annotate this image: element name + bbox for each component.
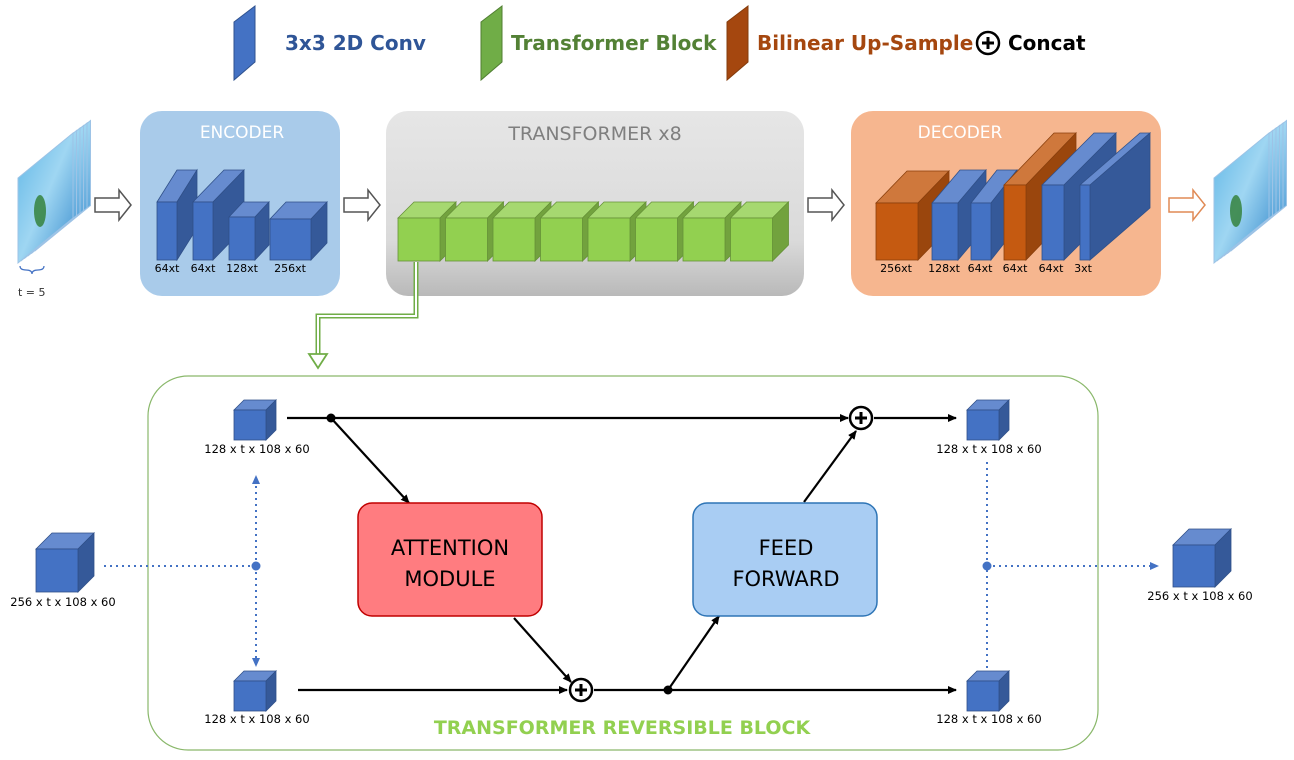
transformer-legend-swatch — [480, 4, 503, 82]
attention-line1: ATTENTION — [391, 536, 509, 560]
video-frame — [1213, 131, 1270, 265]
feedforward-line1: FEED — [759, 536, 814, 560]
conv-legend-label: 3x3 2D Conv — [285, 31, 426, 55]
input-frames: t = 5 — [17, 119, 91, 299]
decoder-block-label: 64xt — [1003, 262, 1029, 275]
decoder-block-label: 64xt — [968, 262, 994, 275]
top-right-dim-label: 128 x t x 108 x 60 — [936, 442, 1041, 456]
feedforward-module: FEED FORWARD — [692, 502, 878, 617]
legend: 3x3 2D Conv Transformer Block Bilinear U… — [233, 4, 1086, 82]
attention-line2: MODULE — [404, 567, 495, 591]
bottom-left-feature-cube — [233, 670, 277, 712]
flow-arrow-encoder-transformer — [343, 187, 381, 223]
frames-brace — [19, 265, 45, 275]
top-right-feature-cube — [966, 399, 1010, 441]
encoder-conv-block — [269, 200, 328, 262]
bottom-right-dim-label: 128 x t x 108 x 60 — [936, 712, 1041, 726]
merge-dotted-lines — [986, 462, 1159, 668]
input-dim-label: 256 x t x 108 x 60 — [10, 595, 115, 609]
split-node — [251, 561, 261, 571]
video-frame — [17, 131, 74, 265]
encoder-block-label: 256xt — [274, 262, 307, 275]
decoder-title: DECODER — [918, 123, 1003, 143]
encoder-title: ENCODER — [200, 123, 285, 143]
encoder-block-label: 64xt — [191, 262, 217, 275]
frame-figure — [34, 195, 46, 227]
concat-icon — [975, 30, 1001, 56]
encoder-panel: ENCODER 64xt 64xt 128xt 256xt — [140, 111, 340, 296]
decoder-block-label: 256xt — [880, 262, 913, 275]
transformer-panel: TRANSFORMER x8 — [386, 111, 804, 296]
decoder-block-label: 128xt — [928, 262, 961, 275]
encoder-conv-block — [192, 169, 245, 261]
encoder-block-label: 64xt — [155, 262, 181, 275]
decoder-block-label: 3xt — [1074, 262, 1093, 275]
top-left-feature-cube — [233, 399, 277, 441]
top-left-dim-label: 128 x t x 108 x 60 — [204, 442, 309, 456]
transformer-block — [729, 201, 790, 262]
branch-node-top — [326, 413, 336, 423]
frames-count-label: t = 5 — [18, 286, 46, 299]
concat-node-top — [848, 405, 874, 431]
bottom-right-feature-cube — [966, 670, 1010, 712]
attention-module: ATTENTION MODULE — [357, 502, 543, 617]
upsample-legend-swatch — [726, 4, 749, 82]
conv-legend-swatch — [233, 4, 256, 82]
merge-node — [982, 561, 992, 571]
output-frames — [1213, 119, 1287, 265]
concat-node-bottom — [568, 677, 594, 703]
reversible-block-panel: TRANSFORMER REVERSIBLE BLOCK — [147, 375, 1099, 751]
zoom-connector-arrow — [307, 262, 419, 370]
flow-arrow-decoder-output — [1168, 187, 1206, 223]
branch-node-bottom — [663, 685, 673, 695]
bottom-left-dim-label: 128 x t x 108 x 60 — [204, 712, 309, 726]
encoder-block-label: 128xt — [226, 262, 259, 275]
transformer-legend-label: Transformer Block — [511, 31, 717, 55]
decoder-block-label: 64xt — [1039, 262, 1065, 275]
decoder-panel: DECODER 256xt 128xt 64xt 64xt 64xt 3xt — [851, 111, 1161, 296]
frame-figure — [1230, 195, 1242, 227]
output-dim-label: 256 x t x 108 x 60 — [1147, 589, 1252, 603]
reversible-flow-lines — [287, 414, 957, 694]
upsample-legend-label: Bilinear Up-Sample — [757, 31, 973, 55]
transformer-title: TRANSFORMER x8 — [507, 123, 681, 145]
input-feature-cube — [35, 532, 95, 593]
reversible-block-title: TRANSFORMER REVERSIBLE BLOCK — [434, 717, 812, 739]
split-dotted-lines — [104, 475, 260, 667]
flow-arrow-transformer-decoder — [807, 187, 845, 223]
feedforward-line2: FORWARD — [732, 567, 839, 591]
decoder-conv-block — [1078, 132, 1152, 261]
flow-arrow-input-encoder — [94, 187, 132, 223]
output-feature-cube — [1172, 528, 1232, 588]
concat-legend-label: Concat — [1008, 31, 1086, 55]
encoder-conv-block — [228, 200, 270, 262]
